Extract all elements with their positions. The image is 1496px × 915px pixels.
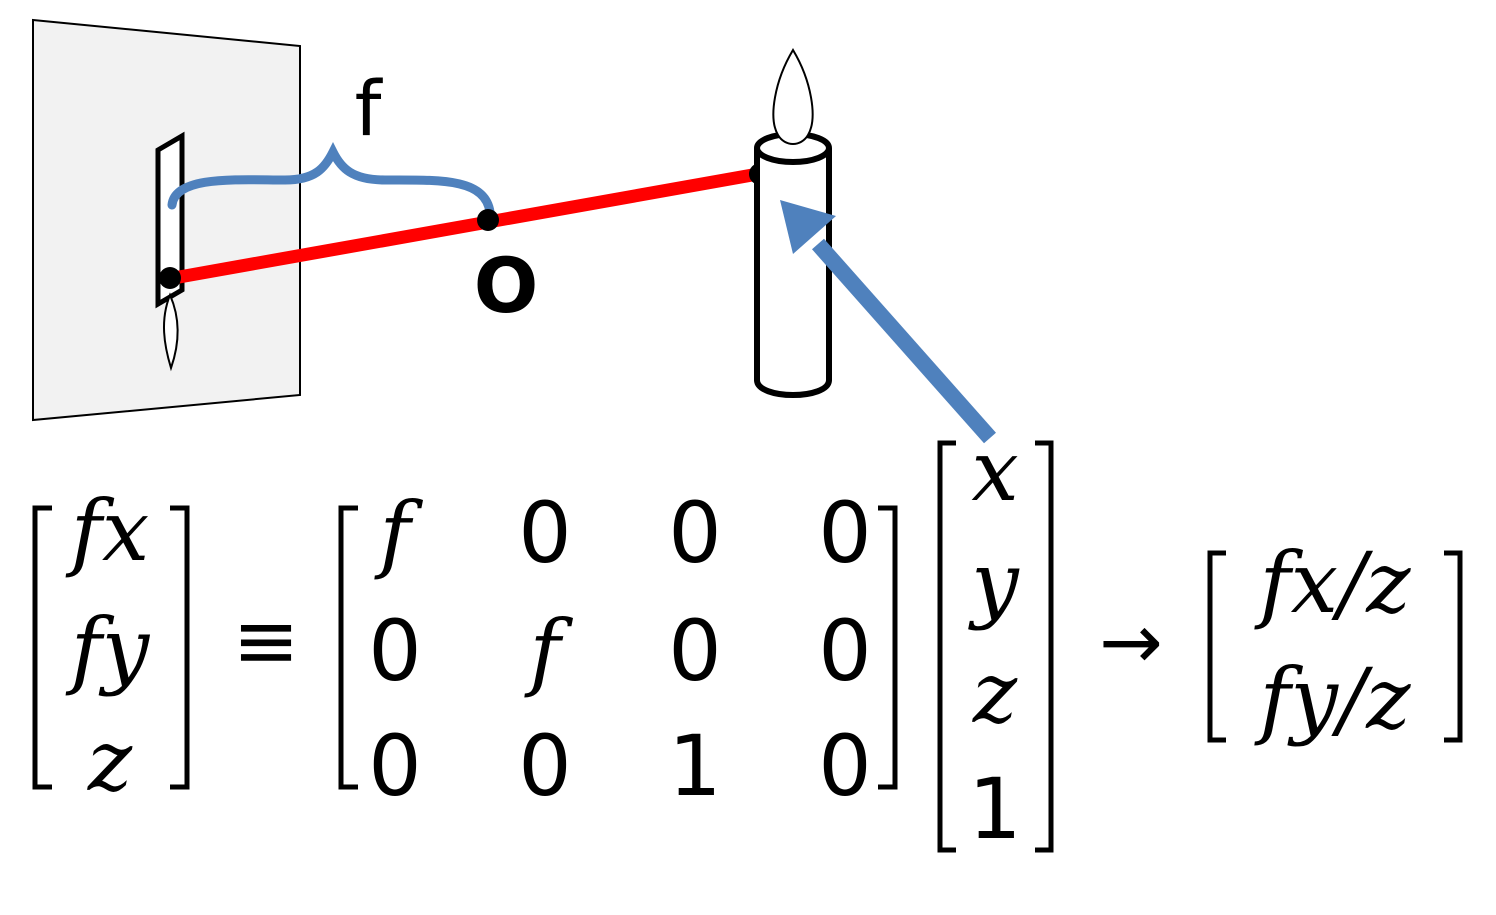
inverted-candle-image xyxy=(155,131,185,372)
matrix-cell-2-1: 0 xyxy=(518,717,571,815)
point-vector: x y z 1 xyxy=(937,422,1054,858)
lhs-vector: fx fy z xyxy=(32,482,190,810)
matrix-cell-1-1: f xyxy=(523,602,573,700)
projection-equation: fx fy z ≡ f 0 0 0 0 f 0 0 0 0 1 0 x xyxy=(32,422,1463,858)
matrix-cell-2-0: 0 xyxy=(368,717,421,815)
matrix-cell-0-2: 0 xyxy=(668,484,721,582)
lhs-entry-2: z xyxy=(87,712,133,810)
matrix-cell-0-1: 0 xyxy=(518,484,571,582)
matrix-cell-2-2: 1 xyxy=(668,717,721,815)
projection-matrix: f 0 0 0 0 f 0 0 0 0 1 0 xyxy=(338,484,898,815)
candle-flame-icon xyxy=(772,48,814,145)
matrix-cell-1-0: 0 xyxy=(368,602,421,700)
matrix-cell-1-2: 0 xyxy=(668,602,721,700)
image-point-dot xyxy=(159,267,181,289)
result-entry-1: fy/z xyxy=(1253,650,1411,748)
matrix-cell-0-3: 0 xyxy=(818,484,871,582)
focal-length-label: f xyxy=(355,64,384,153)
pinhole-dot xyxy=(477,209,499,231)
maps-to-arrow: → xyxy=(1099,597,1163,686)
vector-entry-0: x xyxy=(971,422,1018,520)
projection-ray xyxy=(166,167,760,286)
origin-label: O xyxy=(474,241,539,330)
equivalence-symbol: ≡ xyxy=(232,594,299,687)
matrix-cell-0-0: f xyxy=(373,484,423,582)
result-entry-0: fx/z xyxy=(1253,534,1411,632)
result-vector: fx/z fy/z xyxy=(1207,534,1463,748)
lhs-entry-1: fy xyxy=(65,600,151,698)
vector-entry-1: y xyxy=(967,534,1020,632)
matrix-cell-1-3: 0 xyxy=(818,602,871,700)
vector-entry-3: 1 xyxy=(968,760,1021,858)
matrix-cell-2-3: 0 xyxy=(818,717,871,815)
focal-length-brace xyxy=(167,141,495,217)
vector-entry-2: z xyxy=(972,644,1018,742)
lhs-entry-0: fx xyxy=(65,482,149,580)
point-pointer-arrow xyxy=(780,200,996,444)
